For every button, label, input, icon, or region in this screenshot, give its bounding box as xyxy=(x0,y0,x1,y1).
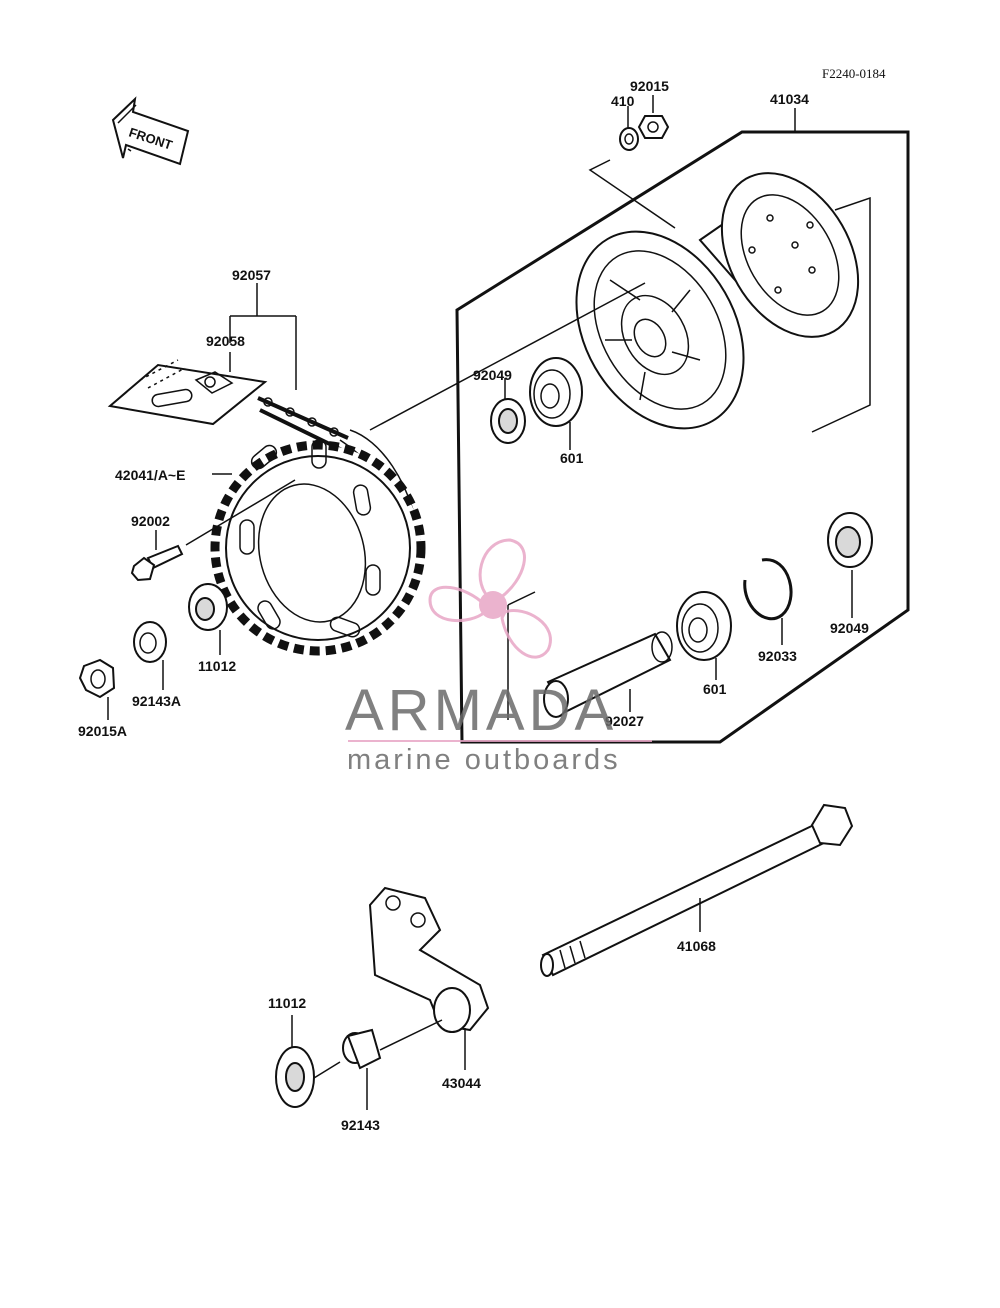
label-410: 410 xyxy=(611,93,635,109)
label-43044: 43044 xyxy=(442,1075,481,1091)
label-92049-right: 92049 xyxy=(830,620,869,636)
torque-link-43044 xyxy=(368,886,490,1033)
watermark-brand: ARMADA xyxy=(345,678,617,743)
spacer-92027 xyxy=(543,631,673,718)
label-92057: 92057 xyxy=(232,267,271,283)
seal-92049-right xyxy=(827,512,873,568)
front-arrow-icon: FRONT xyxy=(111,96,190,166)
master-link-92058 xyxy=(107,359,268,426)
seal-92049-top xyxy=(490,398,526,444)
label-601-bottom: 601 xyxy=(703,681,727,697)
label-92143: 92143 xyxy=(341,1117,380,1133)
bolt-92002 xyxy=(130,544,184,582)
rear-hub xyxy=(575,172,860,430)
label-41068: 41068 xyxy=(677,938,716,954)
label-92015A: 92015A xyxy=(78,723,127,739)
nut-92015-top xyxy=(637,115,670,139)
diagram-code: F2240-0184 xyxy=(822,66,886,81)
rear-sprocket xyxy=(210,439,426,656)
label-92049-top: 92049 xyxy=(473,367,512,383)
collar-92143 xyxy=(342,1028,382,1070)
propeller-logo-icon xyxy=(428,538,552,659)
axle-41068 xyxy=(540,803,854,977)
washer-410 xyxy=(619,127,639,151)
washer-11012-top xyxy=(188,583,228,631)
label-11012-bottom: 11012 xyxy=(268,995,306,1011)
label-92143A: 92143A xyxy=(132,693,181,709)
label-92015: 92015 xyxy=(630,78,669,94)
label-41034: 41034 xyxy=(770,91,809,107)
bearing-601-bottom xyxy=(676,591,732,661)
label-92002: 92002 xyxy=(131,513,170,529)
label-92058: 92058 xyxy=(206,333,245,349)
washer-11012-bottom xyxy=(275,1046,315,1108)
armada-watermark: ARMADA marine outboards xyxy=(345,538,652,776)
watermark-tagline: marine outboards xyxy=(347,744,621,776)
label-92033: 92033 xyxy=(758,648,797,664)
bearing-601-top xyxy=(529,357,583,427)
label-11012-top: 11012 xyxy=(198,658,236,674)
label-42041: 42041/A~E xyxy=(115,467,185,483)
collar-92143A xyxy=(133,621,167,663)
nut-92015A xyxy=(78,658,116,699)
label-92027: 92027 xyxy=(605,713,644,729)
label-601-top: 601 xyxy=(560,450,584,466)
circlip-92033 xyxy=(743,558,793,621)
